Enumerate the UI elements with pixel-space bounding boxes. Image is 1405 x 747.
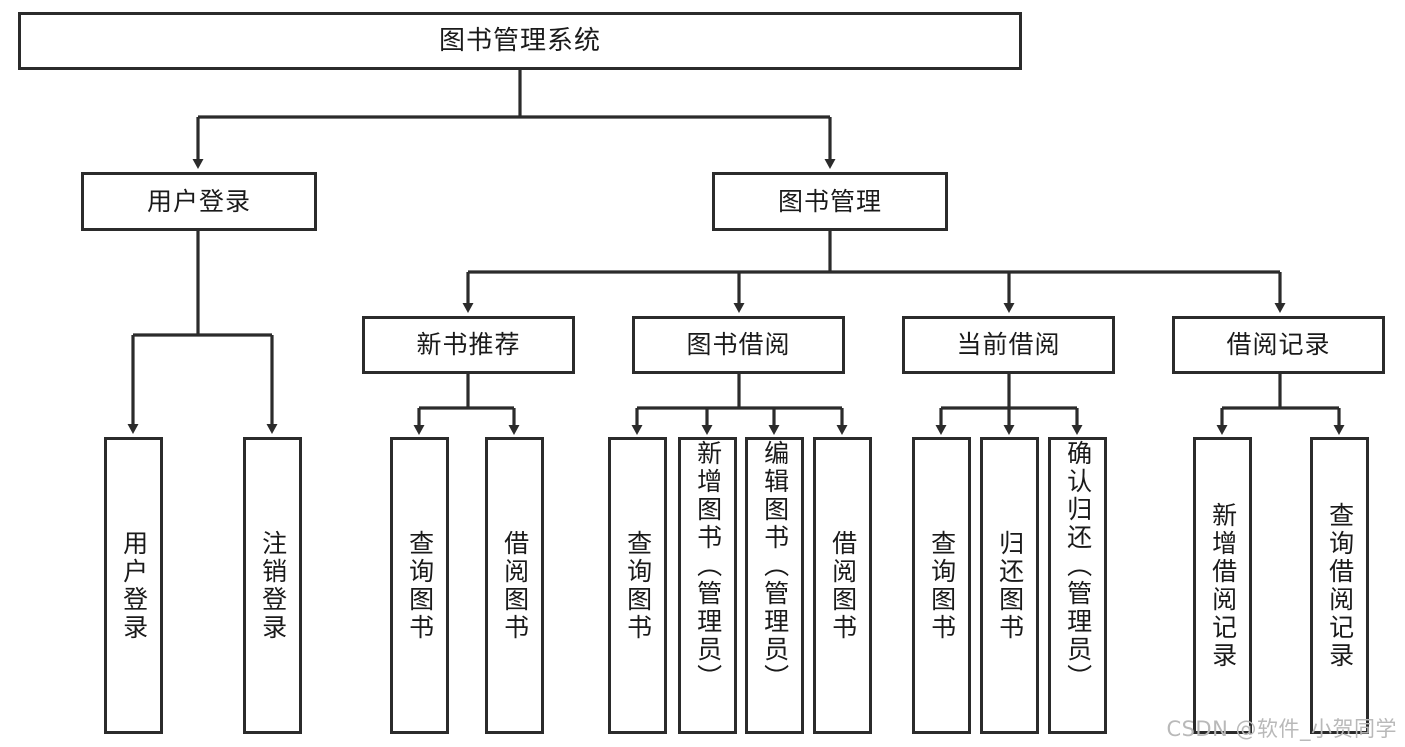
leaf-book-borrow-add[interactable]: 新增图书（管理员） [678, 437, 737, 734]
leaf-new-book-query[interactable]: 查询图书 [390, 437, 449, 734]
node-book-borrow-label: 图书借阅 [686, 330, 791, 360]
leaf-label: 查询借阅记录 [1325, 501, 1355, 670]
leaf-label: 新增借阅记录 [1208, 501, 1238, 670]
leaf-label: 编辑图书（管理员） [760, 440, 790, 692]
node-book-borrow[interactable]: 图书借阅 [632, 316, 845, 374]
leaf-label: 借阅图书 [500, 529, 530, 642]
node-borrow-record[interactable]: 借阅记录 [1172, 316, 1385, 374]
leaf-current-borrow-query[interactable]: 查询图书 [912, 437, 971, 734]
leaf-label: 确认归还（管理员） [1063, 440, 1093, 692]
leaf-user-login-login[interactable]: 用户登录 [104, 437, 163, 734]
node-book-management-label: 图书管理 [777, 186, 882, 216]
leaf-label: 借阅图书 [828, 529, 858, 642]
node-new-book-recommend-label: 新书推荐 [416, 330, 521, 360]
leaf-borrow-record-query[interactable]: 查询借阅记录 [1310, 437, 1369, 734]
leaf-book-borrow-query[interactable]: 查询图书 [608, 437, 667, 734]
node-user-login[interactable]: 用户登录 [81, 172, 317, 231]
leaf-label: 注销登录 [258, 529, 288, 642]
leaf-label: 查询图书 [623, 529, 653, 642]
leaf-borrow-record-add[interactable]: 新增借阅记录 [1193, 437, 1252, 734]
leaf-current-borrow-return[interactable]: 归还图书 [980, 437, 1039, 734]
node-borrow-record-label: 借阅记录 [1226, 330, 1331, 360]
node-new-book-recommend[interactable]: 新书推荐 [362, 316, 575, 374]
leaf-label: 用户登录 [119, 529, 149, 642]
leaf-label: 新增图书（管理员） [693, 440, 723, 692]
node-current-borrow-label: 当前借阅 [956, 330, 1061, 360]
leaf-user-login-logout[interactable]: 注销登录 [243, 437, 302, 734]
leaf-current-borrow-confirm-return[interactable]: 确认归还（管理员） [1048, 437, 1107, 734]
leaf-book-borrow-borrow[interactable]: 借阅图书 [813, 437, 872, 734]
leaf-label: 归还图书 [995, 529, 1025, 642]
leaf-label: 查询图书 [927, 529, 957, 642]
leaf-book-borrow-edit[interactable]: 编辑图书（管理员） [745, 437, 804, 734]
leaf-new-book-borrow[interactable]: 借阅图书 [485, 437, 544, 734]
node-book-management[interactable]: 图书管理 [712, 172, 948, 231]
node-current-borrow[interactable]: 当前借阅 [902, 316, 1115, 374]
leaf-label: 查询图书 [405, 529, 435, 642]
node-root[interactable]: 图书管理系统 [18, 12, 1022, 70]
node-user-login-label: 用户登录 [146, 186, 251, 216]
node-root-label: 图书管理系统 [438, 25, 601, 56]
